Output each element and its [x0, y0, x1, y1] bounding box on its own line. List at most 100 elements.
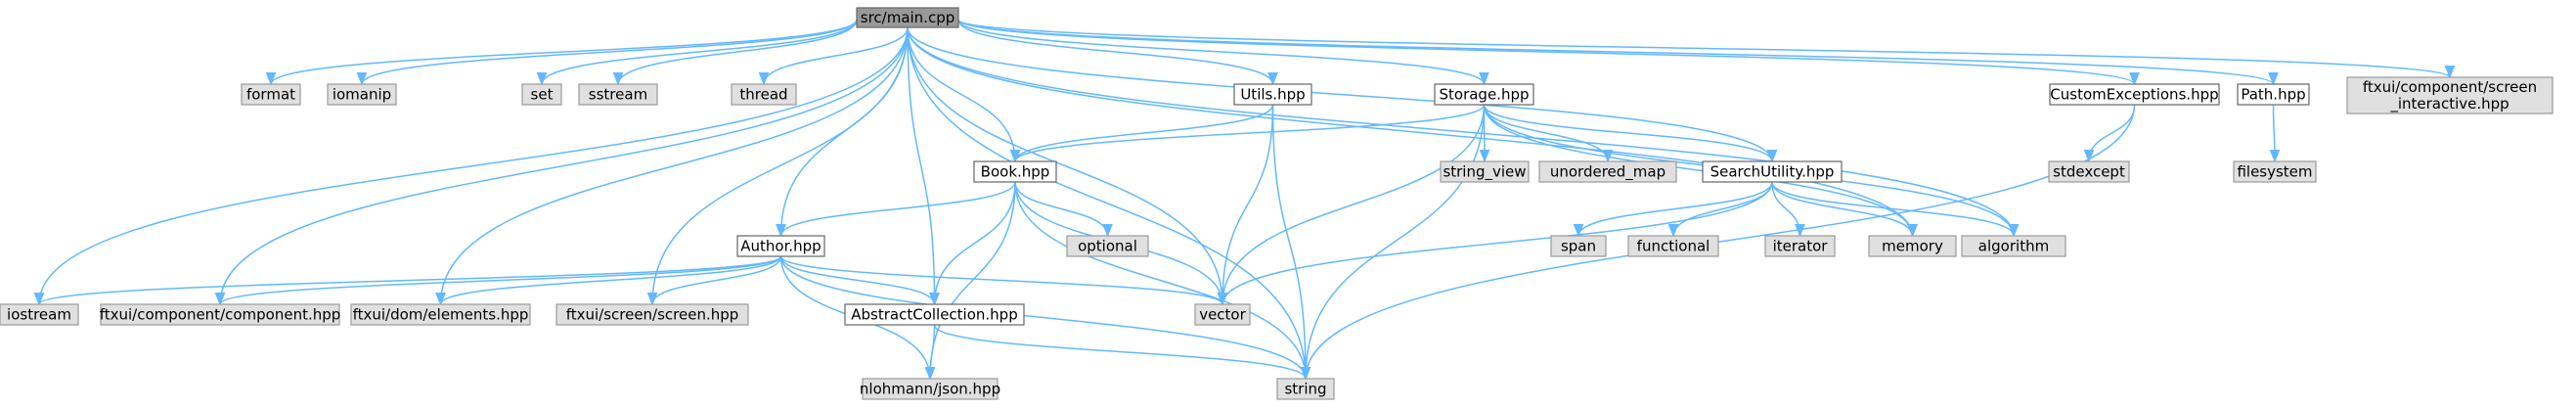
node-json[interactable]: nlohmann/json.hpp	[860, 378, 1000, 400]
node-abscoll[interactable]: AbstractCollection.hpp	[844, 303, 1025, 326]
node-label: span	[1561, 238, 1596, 255]
node-label: vector	[1199, 306, 1246, 324]
node-box	[241, 83, 301, 106]
node-iterator[interactable]: iterator	[1764, 235, 1836, 257]
node-search[interactable]: SearchUtility.hpp	[1702, 160, 1843, 183]
node-iomanip[interactable]: iomanip	[327, 83, 397, 106]
node-box	[973, 160, 1057, 183]
node-thread[interactable]: thread	[731, 83, 797, 106]
node-ftxscr[interactable]: ftxui/screen/screen.hpp	[555, 303, 749, 326]
edge-search-to-memory	[1771, 181, 1918, 238]
node-label: iomanip	[333, 86, 391, 104]
node-format[interactable]: format	[241, 83, 301, 106]
include-edge	[1483, 104, 1918, 238]
include-edge	[2269, 104, 2281, 163]
node-label: filesystem	[2237, 163, 2312, 181]
edge-main-to-iomanip	[356, 19, 858, 86]
node-fs[interactable]: filesystem	[2233, 160, 2317, 183]
include-edge	[779, 255, 1311, 381]
include-edge	[957, 19, 2279, 86]
include-edge	[957, 19, 1489, 86]
edge-book-to-optional	[1014, 181, 1113, 238]
node-cexc[interactable]: CustomExceptions.hpp	[2049, 83, 2220, 106]
include-edge	[1573, 181, 1773, 238]
include-edge	[1014, 181, 1311, 381]
node-box	[1538, 160, 1677, 183]
node-umap[interactable]: unordered_map	[1538, 160, 1677, 183]
include-edge	[1300, 104, 1486, 381]
node-memory[interactable]: memory	[1868, 235, 1957, 257]
node-label: iterator	[1773, 238, 1829, 255]
include-edge	[356, 19, 858, 86]
node-label: memory	[1882, 238, 1943, 255]
edge-main-to-string	[907, 26, 1311, 381]
node-box	[1066, 235, 1149, 257]
node-box	[100, 303, 340, 326]
node-label: set	[531, 86, 554, 104]
node-box	[2237, 83, 2310, 106]
node-label: optional	[1078, 238, 1137, 255]
node-book[interactable]: Book.hpp	[973, 160, 1057, 183]
include-edge	[957, 19, 2455, 79]
include-edge	[1667, 181, 1773, 238]
edge-main-to-path	[957, 19, 2279, 86]
include-edge	[929, 181, 1016, 306]
edge-author-to-iostream	[33, 255, 782, 306]
node-box	[1764, 235, 1836, 257]
edge-book-to-author	[776, 181, 1016, 238]
node-box	[578, 83, 658, 106]
include-edge	[214, 255, 782, 306]
edge-main-to-storage	[957, 19, 1489, 86]
edge-abscoll-to-string	[933, 324, 1311, 381]
edge-main-to-set	[536, 19, 858, 86]
edge-author-to-ftxelem	[435, 255, 782, 306]
edge-storage-to-string	[1300, 104, 1486, 381]
node-box	[555, 303, 749, 326]
edge-abscoll-to-json	[924, 324, 936, 381]
node-vector[interactable]: vector	[1194, 303, 1251, 326]
include-edge	[1217, 181, 1773, 306]
node-main[interactable]: src/main.cpp	[856, 7, 959, 28]
node-span[interactable]: span	[1550, 235, 1607, 257]
node-iostream[interactable]: iostream	[0, 303, 79, 326]
node-utils[interactable]: Utils.hpp	[1233, 83, 1312, 106]
node-label: string_view	[1443, 163, 1526, 182]
edge-cexc-to-stdexc	[2083, 104, 2136, 163]
include-edge	[1771, 181, 1918, 238]
node-scrint[interactable]: ftxui/component/screen_interactive.hpp	[2346, 76, 2554, 114]
node-strview[interactable]: string_view	[1440, 160, 1530, 183]
include-edge	[1014, 181, 1113, 238]
node-set[interactable]: set	[521, 83, 562, 106]
node-string[interactable]: string	[1276, 378, 1335, 400]
node-box	[1276, 378, 1335, 400]
include-edge	[779, 255, 940, 306]
include-edge	[2083, 104, 2136, 163]
include-edge	[1271, 104, 1311, 381]
edge-search-to-iterator	[1771, 181, 1805, 238]
node-optional[interactable]: optional	[1066, 235, 1149, 257]
node-storage[interactable]: Storage.hpp	[1434, 83, 1534, 106]
include-edge	[1217, 104, 1274, 306]
node-author[interactable]: Author.hpp	[736, 235, 825, 257]
node-ftxcomp[interactable]: ftxui/component/component.hpp	[100, 303, 341, 326]
node-box	[856, 7, 959, 28]
node-stdexc[interactable]: stdexcept	[2048, 160, 2130, 183]
node-box	[1961, 235, 2066, 257]
node-path[interactable]: Path.hpp	[2237, 83, 2310, 106]
edge-author-to-ftxscr	[646, 255, 782, 306]
include-edge	[907, 26, 2020, 238]
node-ftxelem[interactable]: ftxui/dom/elements.hpp	[350, 303, 531, 326]
node-label: SearchUtility.hpp	[1710, 163, 1835, 181]
edge-storage-to-book	[1009, 104, 1486, 163]
node-sstream[interactable]: sstream	[578, 83, 658, 106]
node-label: ftxui/component/screen	[2363, 78, 2537, 96]
node-label: nlohmann/json.hpp	[860, 381, 1000, 398]
include-edge	[907, 26, 1311, 381]
include-edge	[1217, 104, 1486, 306]
node-box	[1194, 303, 1251, 326]
node-box	[1627, 235, 1719, 257]
node-algorithm[interactable]: algorithm	[1961, 235, 2066, 257]
node-functional[interactable]: functional	[1627, 235, 1719, 257]
node-label: src/main.cpp	[861, 9, 955, 26]
